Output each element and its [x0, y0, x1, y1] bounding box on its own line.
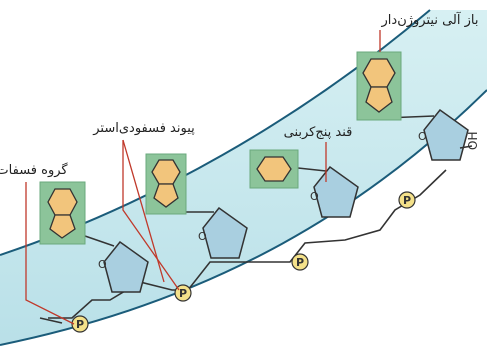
- sugar-1: O: [98, 240, 149, 293]
- ring-oxygen-label: O: [310, 190, 319, 203]
- pentose-sugar-label: قند پنج‌کربنی: [284, 125, 353, 140]
- ring-oxygen-label: O: [98, 258, 107, 271]
- ring-oxygen-label: O: [198, 230, 207, 243]
- phosphodiester-leader-2: [122, 139, 165, 283]
- phosphate-3: P: [291, 253, 309, 271]
- base-bond-1: [84, 235, 115, 247]
- phosphate-group-label: گروه فسفات: [0, 162, 68, 178]
- base-2-purine: [145, 153, 187, 215]
- phosphate-group-leader: [25, 182, 75, 325]
- backbone-band: [0, 10, 487, 345]
- nitrogen-base-label: باز آلی نیتروژن‌دار: [381, 11, 479, 28]
- hydroxyl-label: OH: [466, 132, 480, 150]
- phosphodiester-leader: [122, 140, 180, 291]
- chain-start-bond: [39, 317, 63, 324]
- sugar-3: O: [310, 165, 359, 218]
- base-4-purine: [356, 51, 402, 121]
- phosphodiester-bond-label: پیوند فسفودی‌استر: [92, 121, 195, 136]
- phosphate-symbol: P: [179, 287, 187, 300]
- base-bond-3: [297, 167, 327, 172]
- phosphate-symbol: P: [403, 194, 411, 207]
- sugar-4: O: [418, 108, 469, 161]
- phosphate-symbol: P: [296, 256, 304, 269]
- base-1-purine: [39, 181, 86, 245]
- ring-oxygen-label: O: [418, 130, 427, 143]
- phosphate-symbol: P: [76, 318, 84, 331]
- oh-bond: [459, 145, 473, 149]
- phosphate-1: P: [71, 315, 89, 333]
- sugar-2: O: [198, 206, 248, 259]
- base-3-pyrimidine: [249, 149, 299, 189]
- phosphodiester-backbone: [48, 169, 447, 319]
- phosphate-4: P: [398, 191, 416, 209]
